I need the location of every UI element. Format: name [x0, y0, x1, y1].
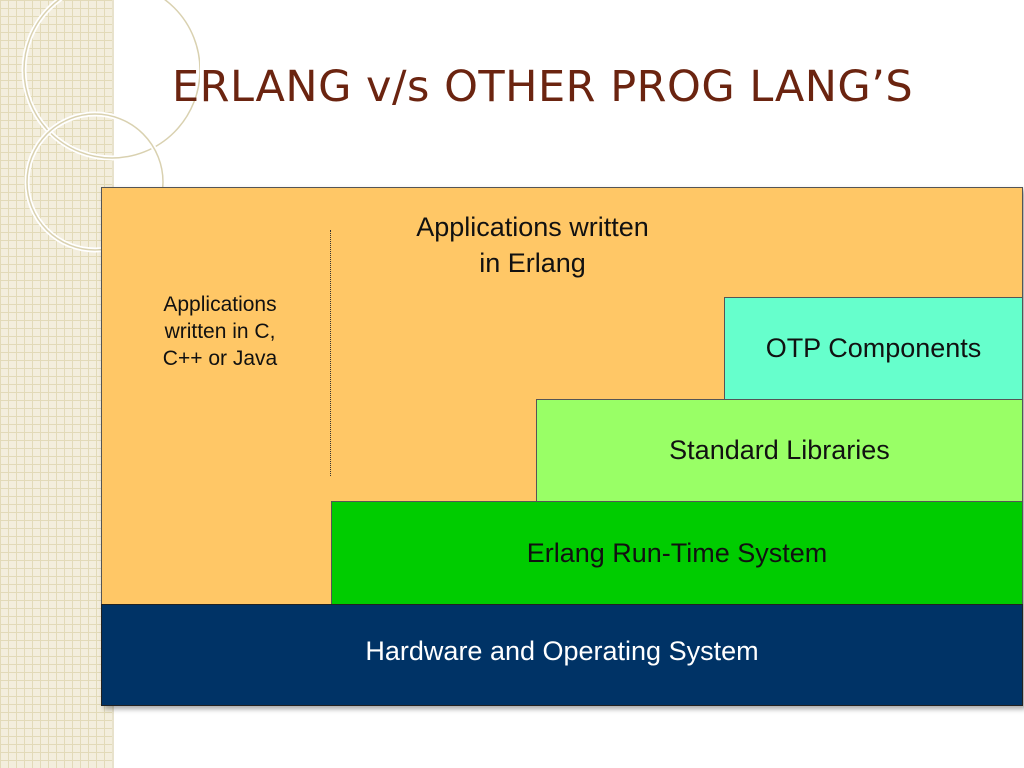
- layer-label: Hardware and Operating System: [365, 635, 759, 666]
- decorative-circles: [21, 0, 200, 253]
- deco-circle-large-outline: [23, 0, 200, 159]
- label-applications-erlang: Applications written in Erlang: [360, 210, 705, 281]
- label-line: C++ or Java: [162, 346, 278, 370]
- layer-label: Standard Libraries: [669, 435, 890, 465]
- layer-erlang-runtime: Erlang Run-Time System: [331, 501, 1023, 605]
- label-line: in Erlang: [479, 247, 586, 278]
- label-line: Applications written: [416, 212, 649, 242]
- layer-label: Erlang Run-Time System: [526, 537, 828, 568]
- label-line: written in C,: [164, 319, 276, 343]
- layer-standard-libraries: Standard Libraries: [536, 399, 1023, 502]
- label-line: Applications: [163, 293, 277, 316]
- deco-circle-small-outline: [26, 113, 164, 251]
- dotted-divider: [330, 230, 331, 476]
- slide-title: ERLANG v/s OTHER PROG LANG’S: [172, 62, 914, 112]
- layer-otp-components: OTP Components: [724, 297, 1023, 400]
- layer-label: OTP Components: [765, 333, 982, 363]
- layer-hardware-os: Hardware and Operating System: [101, 604, 1023, 706]
- label-applications-c-cpp-java: Applications written in C, C++ or Java: [110, 292, 330, 373]
